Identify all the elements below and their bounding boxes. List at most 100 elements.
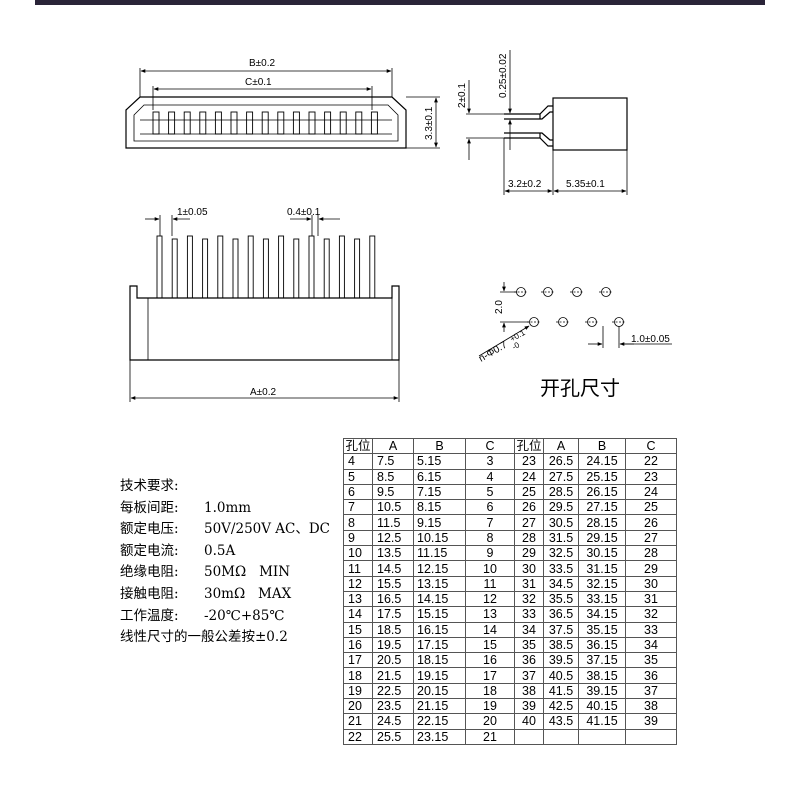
table-cell: 32 — [625, 606, 677, 623]
table-cell: 38.15 — [578, 667, 626, 684]
header-a: A — [543, 437, 579, 455]
table-cell: 40.5 — [543, 667, 579, 684]
table-cell: 26.15 — [578, 483, 626, 501]
table-cell: 10 — [465, 560, 515, 577]
table-cell: 23 — [514, 453, 544, 470]
header-b: B — [413, 437, 466, 455]
table-cell: 6 — [465, 499, 515, 516]
spec-value: 0.5A — [204, 542, 236, 559]
table-cell: 30.5 — [543, 514, 579, 531]
table-cell: 26 — [514, 499, 544, 516]
table-cell: 13.5 — [372, 545, 414, 562]
dim-hole-tol-minus: -0 — [511, 340, 522, 352]
table-cell: 32 — [514, 590, 544, 608]
table-cell: 27.5 — [543, 468, 579, 485]
table-cell: 25 — [625, 499, 677, 516]
contact-slot — [199, 111, 207, 135]
contact-pin — [369, 235, 376, 299]
table-cell: 6 — [343, 483, 373, 501]
table-cell: 30 — [514, 560, 544, 577]
contact-pin — [156, 235, 163, 299]
table-cell: 38 — [514, 682, 544, 700]
table-cell: 31 — [514, 575, 544, 592]
spec-insulation: 绝缘电阻:50MΩ MIN — [120, 562, 330, 584]
dim-5-35-label: 5.35±0.1 — [566, 179, 605, 190]
header-pin: 孔位 — [343, 437, 373, 455]
table-cell: 20 — [343, 698, 373, 715]
dim-a-label: A±0.2 — [250, 387, 276, 398]
table-cell: 24 — [514, 468, 544, 485]
table-cell: 14 — [343, 606, 373, 623]
table-cell: 7.5 — [372, 453, 414, 470]
table-cell: 37 — [625, 682, 677, 700]
table-cell: 30.15 — [578, 545, 626, 562]
header-pin: 孔位 — [514, 437, 544, 455]
contact-slot — [308, 111, 316, 135]
contact-pin — [354, 238, 361, 299]
table-cell: 34.5 — [543, 575, 579, 592]
contact-pin — [186, 235, 193, 299]
table-cell: 19 — [343, 682, 373, 700]
table-cell: 21 — [343, 713, 373, 730]
contact-pin — [171, 238, 178, 299]
table-cell: 36 — [514, 652, 544, 669]
table-cell: 8 — [343, 514, 373, 531]
table-cell: 31.15 — [578, 560, 626, 577]
table-cell — [625, 728, 677, 745]
table-cell: 10.5 — [372, 499, 414, 516]
table-cell: 22.5 — [372, 682, 414, 700]
table-cell: 39.15 — [578, 682, 626, 700]
table-cell: 36.15 — [578, 636, 626, 654]
table-cell — [543, 728, 579, 745]
mechanical-drawing: B±0.2 C±0.1 3.3±0.1 2±0.1 0.25±0.02 3.2±… — [125, 50, 672, 402]
table-cell: 9.5 — [372, 483, 414, 501]
table-cell: 23.15 — [413, 728, 466, 745]
specs-title: 技术要求: — [120, 478, 179, 494]
contact-slot — [339, 111, 347, 135]
table-cell: 15.15 — [413, 606, 466, 623]
table-cell: 15 — [343, 621, 373, 638]
table-cell: 34 — [625, 636, 677, 654]
table-cell: 3 — [465, 453, 515, 470]
table-cell: 9 — [465, 545, 515, 562]
table-cell: 27.15 — [578, 499, 626, 516]
table-cell: 18 — [343, 667, 373, 684]
table-cell: 32.15 — [578, 575, 626, 592]
table-cell: 25.5 — [372, 728, 414, 745]
table-cell: 11 — [343, 560, 373, 577]
spec-value: -20℃+85℃ — [204, 607, 285, 624]
contact-slot — [183, 111, 191, 135]
table-cell: 35.5 — [543, 590, 579, 608]
table-cell: 37 — [514, 667, 544, 684]
table-cell: 14.5 — [372, 560, 414, 577]
table-cell: 16.5 — [372, 590, 414, 608]
table-cell: 35 — [514, 636, 544, 654]
spec-label: 每板间距: — [120, 499, 179, 516]
table-cell: 5 — [343, 468, 373, 485]
table-cell: 16 — [465, 652, 515, 669]
contact-slot — [292, 111, 300, 135]
top-view-dimensions — [139, 68, 440, 149]
spec-voltage: 额定电压:50V/250V AC、DC — [120, 519, 330, 541]
contact-pin — [323, 238, 330, 299]
table-cell: 16.15 — [413, 621, 466, 638]
table-cell: 8.15 — [413, 499, 466, 516]
table-cell: 29 — [514, 545, 544, 562]
table-cell: 23.5 — [372, 698, 414, 715]
contact-pin — [293, 238, 300, 299]
table-header-row: 孔位 A B C 孔位 A B C — [343, 437, 677, 455]
table-cell: 17 — [343, 652, 373, 669]
table-cell: 40 — [514, 713, 544, 730]
table-cell: 18.5 — [372, 621, 414, 638]
table-cell: 16 — [343, 636, 373, 654]
table-cell: 12 — [465, 590, 515, 608]
contact-pin — [278, 235, 285, 299]
table-cell: 28.15 — [578, 514, 626, 531]
table-cell: 14 — [465, 621, 515, 638]
spec-label: 接触电阻: — [120, 585, 179, 602]
